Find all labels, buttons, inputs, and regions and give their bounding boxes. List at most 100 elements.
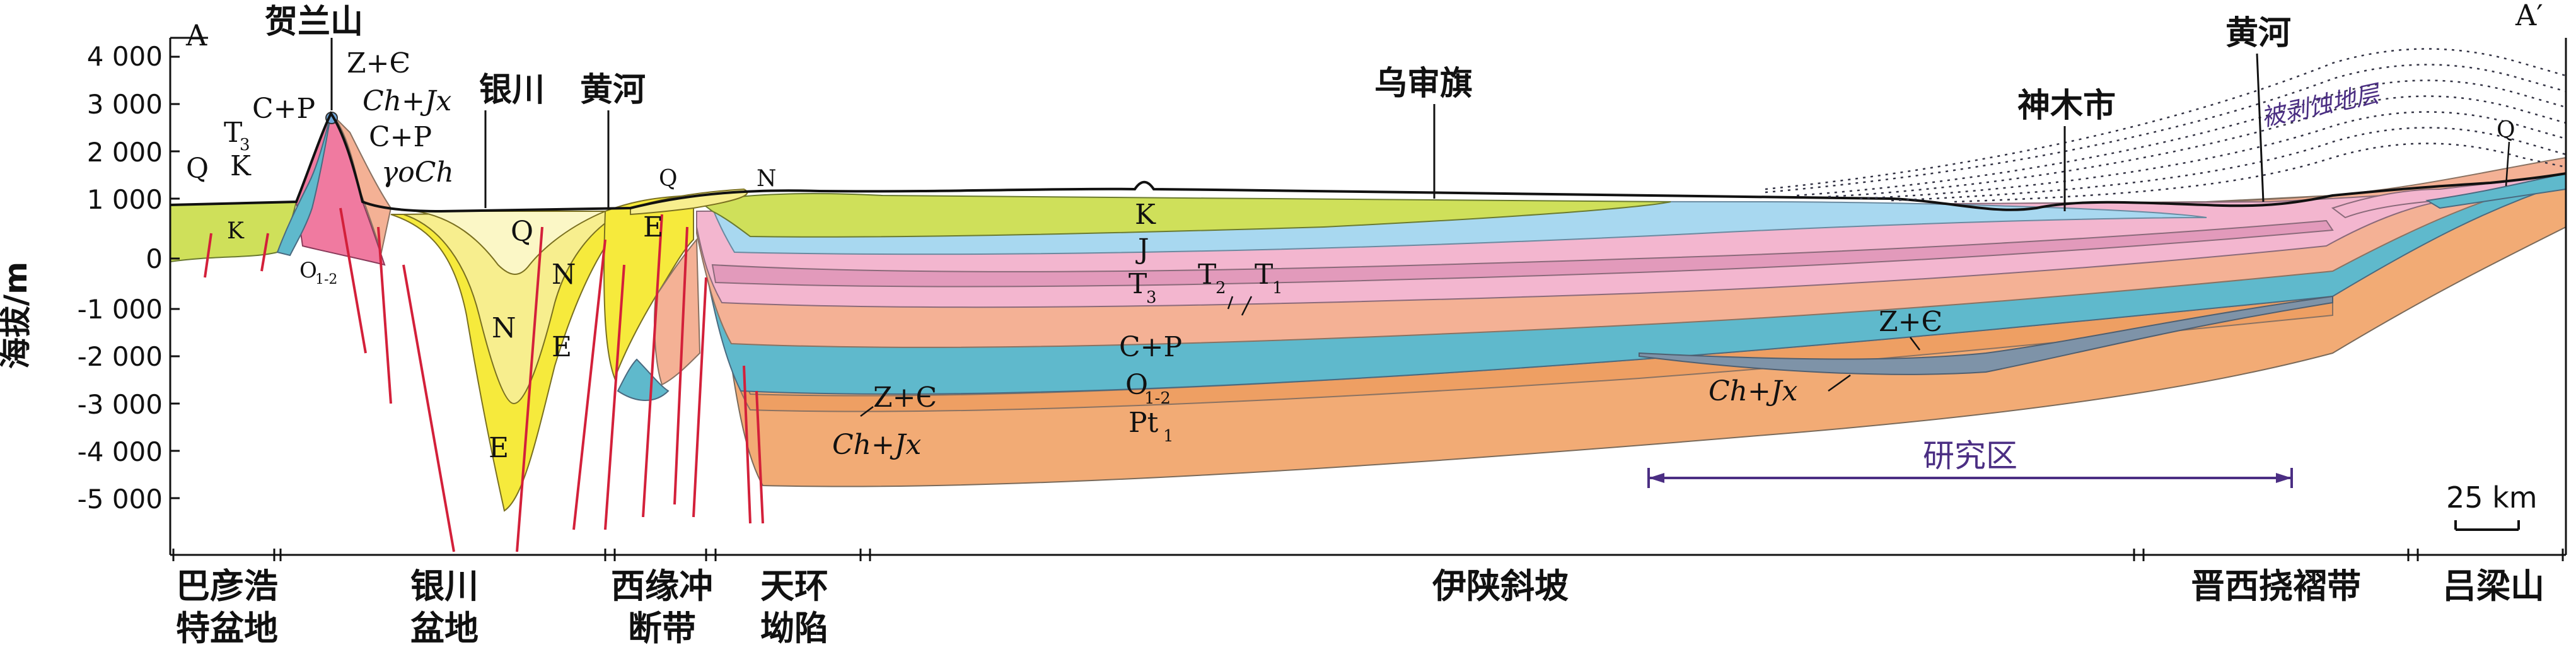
label-shenmu: 神木市 xyxy=(2017,87,2116,125)
helan-orange xyxy=(330,113,392,255)
label-t2-sub: 2 xyxy=(1215,279,1226,298)
thrust-e xyxy=(603,194,694,380)
label-e-basin2: E xyxy=(552,331,572,363)
label-o12-main: O xyxy=(1125,369,1148,401)
label-chjx-main: Ch+Jx xyxy=(832,429,922,461)
label-o12-left-sub: 1-2 xyxy=(315,272,337,288)
unit-tianhuan-2: 坳陷 xyxy=(760,608,828,648)
fault xyxy=(339,207,367,354)
label-zc-main: Z+Є xyxy=(873,381,937,414)
yinchuan-q xyxy=(415,211,606,275)
layer-k xyxy=(698,193,1671,238)
layer-chjx xyxy=(705,239,2333,412)
y-tick-labels: 4 000 3 000 2 000 1 000 0 -1 000 -2 000 … xyxy=(78,41,163,515)
label-n-basin2: N xyxy=(552,259,576,291)
label-cp-top2: C+P xyxy=(369,121,432,153)
y-tick: 4 000 xyxy=(87,41,163,72)
y-tick: 2 000 xyxy=(87,137,163,168)
fault xyxy=(642,214,663,518)
strata-text: Z+Є Ch+Jx C+P γoCh C+P T 3 K Q K O 1-2 Q… xyxy=(186,47,2515,464)
y-tick: 3 000 xyxy=(87,89,163,120)
unit-lvliang: 吕梁山 xyxy=(2442,566,2544,606)
yinchuan-n xyxy=(403,211,625,405)
label-o12-main-sub: 1-2 xyxy=(1144,389,1171,408)
scale-bar: 25 km xyxy=(2446,480,2538,531)
label-t2-main: T xyxy=(1198,259,1216,291)
label-t1-main: T xyxy=(1255,259,1273,291)
fault xyxy=(260,233,269,272)
fault xyxy=(572,239,606,530)
y-axis-label: 海拔/m xyxy=(0,262,34,369)
fault xyxy=(692,277,707,518)
y-tick: -2 000 xyxy=(78,341,163,372)
place-leaders xyxy=(330,38,2265,211)
y-tick: -5 000 xyxy=(78,484,163,515)
label-j-main: J xyxy=(1135,233,1149,265)
fault xyxy=(755,390,764,524)
y-axis xyxy=(169,38,180,555)
fault xyxy=(673,226,688,505)
label-chjx-right: Ch+Jx xyxy=(1709,375,1798,407)
fault xyxy=(743,365,751,524)
layer-zc xyxy=(1639,295,2333,375)
label-zc-right: Z+Є xyxy=(1879,306,1942,338)
label-chjx-top: Ch+Jx xyxy=(363,85,452,117)
label-q-right: Q xyxy=(2497,117,2515,143)
label-k-main: K xyxy=(1135,199,1156,231)
unit-yinchuan-2: 盆地 xyxy=(410,608,479,648)
y-tick: 0 xyxy=(146,243,163,274)
fault xyxy=(377,226,392,404)
place-labels: 贺兰山 银川 黄河 乌审旗 神木市 黄河 xyxy=(265,3,2291,125)
label-t-left-sub: 3 xyxy=(240,136,250,154)
y-tick: -3 000 xyxy=(78,389,163,420)
label-e-basin: E xyxy=(489,432,509,464)
y-tick: 1 000 xyxy=(87,184,163,215)
unit-bayanhaote-1: 巴彦浩 xyxy=(176,566,278,606)
label-yoch: γoCh xyxy=(381,156,454,189)
unit-thrust-1: 西缘冲 xyxy=(611,566,713,606)
label-t3-main: T xyxy=(1128,268,1147,300)
label-cp-main: C+P xyxy=(1119,331,1182,363)
study-area-marker: 研究区 xyxy=(1647,438,2293,488)
label-q-left: Q xyxy=(186,153,209,185)
label-t1-sub: 1 xyxy=(1272,279,1283,298)
label-cp-left: C+P xyxy=(252,93,315,125)
fault xyxy=(516,226,543,552)
thrust-blue xyxy=(617,358,670,401)
unit-yinchuan-1: 银川 xyxy=(410,566,479,606)
label-pt1-main: Pt xyxy=(1128,407,1159,439)
strata-layers xyxy=(696,156,2567,487)
unit-tianhuan-1: 天环 xyxy=(760,566,828,606)
fault xyxy=(204,233,212,278)
unit-thrust-2: 断带 xyxy=(628,608,696,648)
svg-text:25 km: 25 km xyxy=(2446,480,2538,515)
label-t-left: T xyxy=(224,117,242,149)
unit-ruler xyxy=(170,549,2566,561)
faults xyxy=(204,207,764,552)
unit-bayanhaote-2: 特盆地 xyxy=(176,608,278,648)
label-q-basin: Q xyxy=(511,216,533,248)
y-tick: -1 000 xyxy=(78,294,163,325)
fault xyxy=(402,264,455,552)
label-e-thrust: E xyxy=(643,211,663,243)
eroded-strata-lines xyxy=(1765,48,2567,203)
label-huanghe-right: 黄河 xyxy=(2225,15,2291,52)
label-eroded: 被剥蚀地层 xyxy=(2259,79,2384,131)
corner-a-prime: A′ xyxy=(2515,0,2543,32)
label-study-area: 研究区 xyxy=(1923,438,2017,474)
label-k-low: K xyxy=(227,218,245,244)
surface-line xyxy=(170,111,2567,213)
y-tick: -4 000 xyxy=(78,436,163,467)
label-n-basin: N xyxy=(492,312,516,344)
fault xyxy=(604,264,625,530)
label-q-small: Q xyxy=(659,166,678,192)
label-pt1-sub: 1 xyxy=(1163,427,1174,446)
unit-yishan: 伊陕斜坡 xyxy=(1432,566,1569,606)
label-k-left: K xyxy=(230,150,252,182)
strata-leaders xyxy=(860,141,2510,417)
label-n-small: N xyxy=(757,166,777,192)
label-t3-sub: 3 xyxy=(1146,288,1157,307)
label-yinchuan: 银川 xyxy=(479,71,545,109)
label-huanghe-left: 黄河 xyxy=(580,71,646,109)
